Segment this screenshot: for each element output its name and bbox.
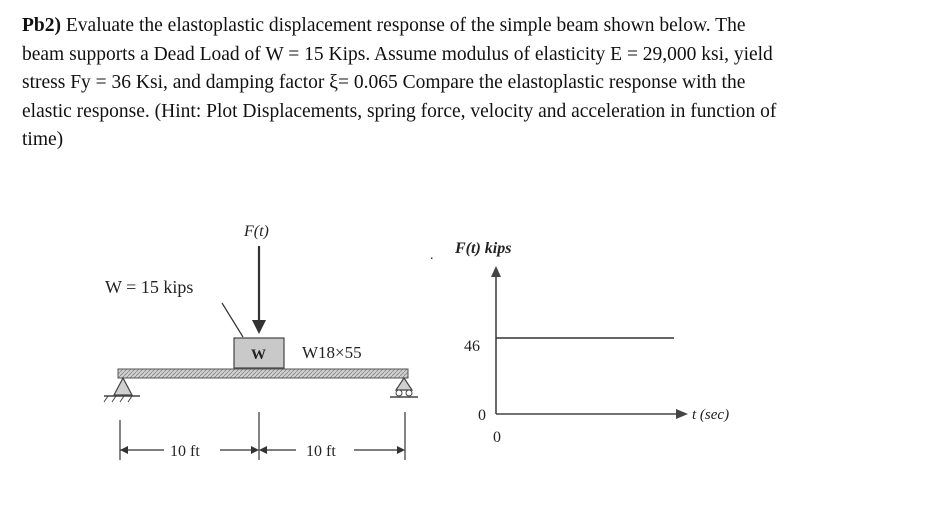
y-axis-label: F(t) kips [454, 240, 511, 257]
weight-block-label: W [251, 347, 266, 363]
x-axis-arrow [676, 409, 688, 419]
problem-line-5: time) [22, 129, 64, 150]
problem-line-4: elastic response. (Hint: Plot Displaceme… [22, 100, 777, 122]
section-label: W18×55 [302, 343, 362, 362]
left-pin-support [103, 376, 140, 403]
load-graph: . F(t) kips 46 0 0 t (sec) [430, 240, 729, 446]
span-right-label: 10 ft [306, 443, 336, 460]
level-value-label: 46 [464, 338, 480, 355]
y-origin-label: 0 [478, 407, 486, 424]
force-label: F(t) [243, 223, 269, 240]
problem-line-3: stress Fy = 36 Ksi, and damping factor ξ… [22, 72, 746, 93]
problem-line-1: Pb2) Evaluate the elastoplastic displace… [22, 12, 912, 41]
beam-figure: F(t) W = 15 kips W W18×55 [103, 223, 418, 460]
problem-statement: Pb2) Evaluate the elastoplastic displace… [22, 12, 912, 155]
span-dimensions [119, 412, 406, 460]
weight-block [233, 337, 285, 369]
x-axis-label: t (sec) [692, 407, 729, 423]
weight-leader-line [221, 302, 244, 338]
stray-mark: . [430, 248, 434, 263]
beam [117, 368, 409, 379]
right-roller-support [390, 376, 418, 398]
weight-label: W = 15 kips [105, 277, 193, 297]
problem-line-2: beam supports a Dead Load of W = 15 Kips… [22, 43, 773, 65]
force-arrow-head [252, 320, 266, 334]
x-origin-label: 0 [493, 429, 501, 446]
problem-label: Pb2) [22, 15, 61, 36]
y-axis-arrow [491, 266, 501, 277]
problem-line-1-text: Evaluate the elastoplastic displacement … [61, 15, 746, 36]
span-left-label: 10 ft [170, 443, 200, 460]
